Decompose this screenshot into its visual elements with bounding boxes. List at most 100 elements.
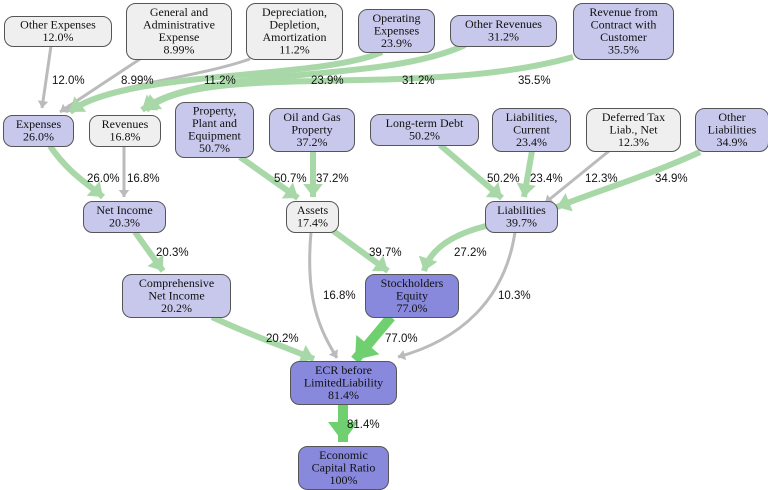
node-label-line: Liabilities	[708, 122, 757, 136]
node-box	[246, 3, 343, 60]
node-label-line: Revenue from	[589, 5, 658, 19]
edge-label: 31.2%	[402, 75, 435, 87]
node-label-line: Depletion,	[269, 18, 319, 32]
edge-label: 50.7%	[274, 173, 307, 185]
arrowhead-icon	[281, 182, 298, 199]
node-label-line: Stockholders	[381, 276, 444, 290]
edge-label: 20.3%	[156, 247, 189, 259]
edge-label: 50.2%	[487, 173, 520, 185]
node-label-line: Plant and	[192, 116, 237, 130]
node-label-line: Property	[291, 122, 332, 136]
node-box	[83, 201, 166, 233]
node-label-line: Equity	[396, 288, 428, 302]
node-box	[485, 201, 558, 233]
edge-label: 39.7%	[369, 247, 402, 259]
node-value: 50.2%	[409, 129, 440, 143]
edge-assets-to-ecr_before_ll	[308, 231, 339, 359]
edge-net_income-to-comp_net_income	[132, 230, 166, 273]
edge-line	[68, 49, 384, 115]
node-label-line: Expenses	[16, 117, 62, 131]
node-label-line: Other Revenues	[465, 17, 542, 31]
arrowhead-icon	[70, 96, 87, 112]
arrowhead-icon	[118, 190, 130, 197]
node-label-line: Liab., Net	[609, 122, 658, 136]
edge-label: 34.9%	[655, 173, 688, 185]
node-label-line: Current	[513, 122, 550, 136]
node-value: 11.2%	[279, 43, 310, 57]
edge-label: 12.3%	[585, 173, 618, 185]
edge-label: 35.5%	[518, 75, 551, 87]
node-value: 20.2%	[161, 301, 192, 315]
edge-label: 20.2%	[266, 333, 299, 345]
edge-label: 27.2%	[454, 247, 487, 259]
node-label-line: ECR before	[315, 363, 372, 377]
node-label-line: Expense	[159, 30, 200, 44]
node-label-line: Expenses	[374, 23, 420, 37]
node-value: 77.0%	[397, 301, 428, 315]
arrowhead-icon	[557, 193, 573, 212]
edge-operating_expenses-to-expenses	[68, 49, 384, 115]
node-label-line: Property,	[193, 104, 237, 118]
node-value: 34.9%	[717, 135, 748, 149]
node-label-line: Revenues	[102, 117, 149, 131]
edge-label: 12.0%	[52, 75, 85, 87]
edge-line	[397, 231, 517, 359]
node-box	[126, 3, 232, 60]
edge-stockholders_equity-to-ecr_before_ll	[351, 313, 395, 364]
arrowhead-icon	[545, 194, 554, 203]
arrowhead-icon	[303, 184, 323, 197]
arrowhead-icon	[398, 350, 407, 361]
edge-line	[143, 54, 574, 113]
arrowhead-icon	[298, 345, 314, 364]
node-value: 81.4%	[328, 388, 359, 402]
edge-label: 23.4%	[530, 173, 563, 185]
edge-ppe-to-assets	[238, 154, 300, 201]
node-label-line: Net Income	[148, 288, 204, 302]
node-box	[290, 361, 397, 405]
node-box	[573, 3, 674, 60]
edge-assets-to-stockholders_equity	[330, 227, 390, 274]
node-value: 23.4%	[516, 135, 547, 149]
node-label-line: Long-term Debt	[386, 116, 464, 130]
arrowhead-icon	[37, 100, 49, 108]
node-label-line: Operating	[373, 11, 421, 25]
node-label-line: Administrative	[143, 18, 215, 32]
node-label-line: Assets	[297, 203, 329, 217]
node-label-line: LimitedLiability	[304, 375, 383, 389]
node-box	[370, 114, 479, 146]
arrowhead-icon	[485, 182, 502, 198]
node-label-line: Liabilities	[497, 203, 546, 217]
arrowhead-icon	[516, 182, 536, 197]
edge-label: 16.8%	[127, 173, 160, 185]
edge-other_liab-to-liabilities	[555, 149, 702, 212]
edge-lt_debt-to-liabilities	[438, 142, 504, 201]
edge-expenses-to-net_income	[47, 144, 106, 200]
node-value: 37.2%	[297, 135, 328, 149]
edge-line	[555, 149, 702, 210]
node-label-line: General and	[150, 5, 208, 19]
node-value: 31.2%	[488, 30, 519, 44]
